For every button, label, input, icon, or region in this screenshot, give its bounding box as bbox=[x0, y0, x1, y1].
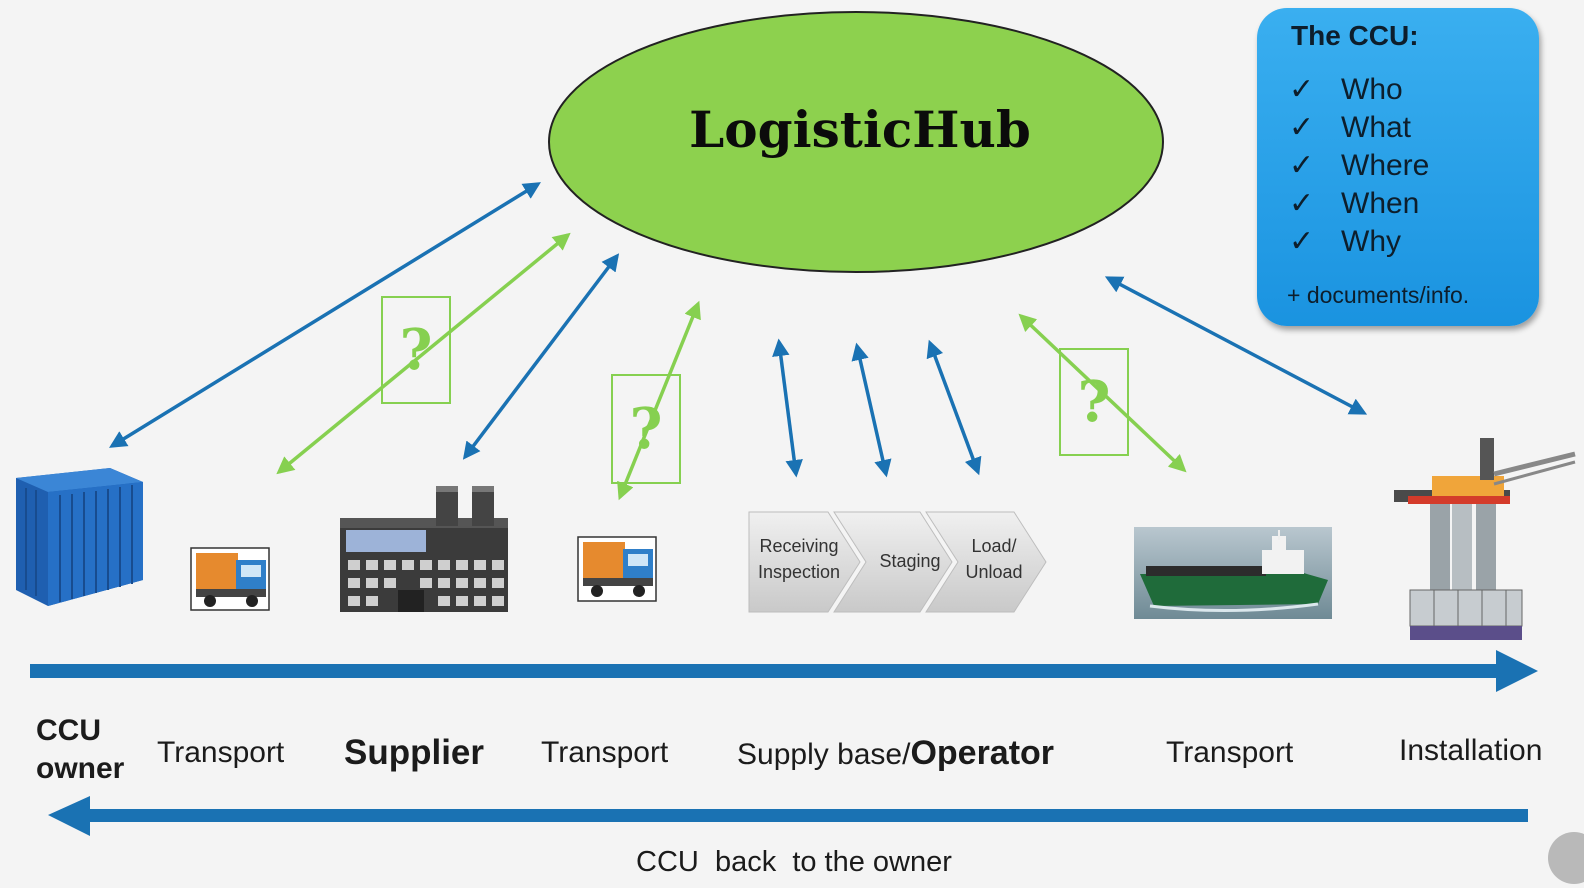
truck-icon bbox=[190, 547, 270, 611]
stage-supply-base-operator: Supply base/Operator bbox=[737, 734, 1054, 773]
ccu-item-who: ✓Who bbox=[1289, 73, 1403, 106]
link-supplier bbox=[462, 253, 620, 460]
link-ccu-owner bbox=[109, 182, 541, 448]
link-receiving bbox=[772, 338, 803, 478]
question-box-transport-2: ? bbox=[611, 374, 681, 484]
hub-links-green bbox=[276, 232, 1187, 501]
flow-arrow-return bbox=[48, 796, 1528, 836]
step-load-unload: Load/ Unload bbox=[965, 536, 1023, 582]
stage-transport-2: Transport bbox=[541, 736, 669, 769]
stage-transport-3: Transport bbox=[1166, 736, 1294, 769]
page-badge bbox=[1548, 832, 1584, 884]
check-icon: ✓ bbox=[1289, 111, 1315, 144]
ccu-item-why: ✓Why bbox=[1289, 225, 1401, 258]
chevron-staging bbox=[833, 511, 953, 613]
return-label: CCU back to the owner bbox=[636, 846, 952, 878]
check-icon: ✓ bbox=[1289, 149, 1315, 182]
oil-platform-icon bbox=[1394, 438, 1576, 640]
check-icon: ✓ bbox=[1289, 73, 1315, 106]
link-transport-2 bbox=[617, 300, 701, 501]
check-icon: ✓ bbox=[1289, 187, 1315, 220]
link-load-unload bbox=[926, 339, 982, 476]
stage-ccu-owner: CCU owner bbox=[36, 714, 125, 785]
chevron-receiving-inspection bbox=[748, 511, 861, 613]
ccu-item-where: ✓Where bbox=[1289, 149, 1430, 182]
chevron-load-unload bbox=[925, 511, 1047, 613]
question-box-transport-3: ? bbox=[1059, 348, 1129, 456]
stage-installation: Installation bbox=[1399, 734, 1543, 767]
process-chevrons bbox=[748, 511, 1047, 613]
container-icon bbox=[16, 468, 143, 606]
flow-arrow-forward bbox=[30, 650, 1538, 692]
stage-transport-1: Transport bbox=[157, 736, 285, 769]
logistichub-ellipse bbox=[548, 11, 1164, 273]
check-icon: ✓ bbox=[1289, 225, 1315, 258]
link-transport-3 bbox=[1018, 313, 1187, 473]
step-receiving-inspection: Receiving Inspection bbox=[757, 536, 841, 582]
hub-title: LogisticHub bbox=[689, 100, 1031, 159]
supply-ship-icon bbox=[1134, 527, 1332, 619]
link-staging bbox=[851, 342, 892, 478]
link-transport-1 bbox=[276, 232, 571, 475]
question-box-transport-1: ? bbox=[381, 296, 451, 404]
stage-operator: Operator bbox=[910, 734, 1055, 772]
stage-supplier: Supplier bbox=[344, 733, 485, 772]
ccu-box-footer: + documents/info. bbox=[1287, 282, 1470, 308]
ccu-info-box: The CCU: ✓Who ✓What ✓Where ✓When ✓Why + … bbox=[1257, 8, 1539, 326]
stage-supply-base: Supply base/ bbox=[737, 738, 911, 771]
link-installation bbox=[1104, 276, 1368, 415]
step-staging: Staging bbox=[879, 551, 941, 571]
ccu-item-when: ✓When bbox=[1289, 187, 1420, 220]
ccu-item-what: ✓What bbox=[1289, 111, 1412, 144]
ccu-box-title: The CCU: bbox=[1291, 20, 1419, 51]
truck-icon bbox=[577, 536, 657, 602]
factory-icon bbox=[340, 486, 508, 612]
